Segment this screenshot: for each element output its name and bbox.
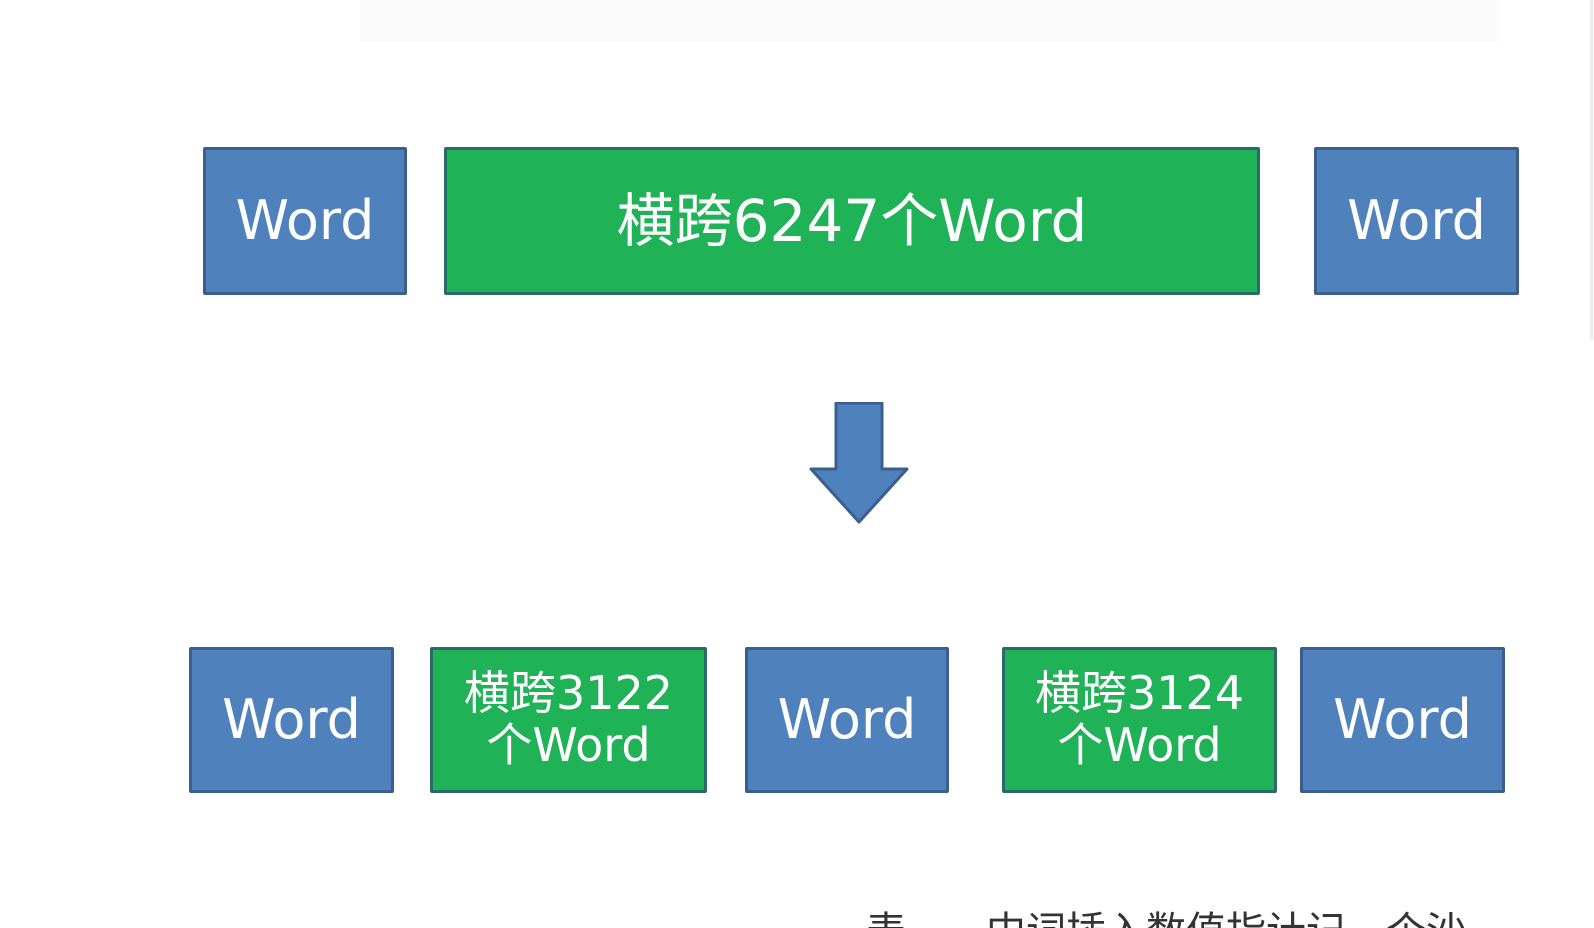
bottom-word-box-3: Word [1300,647,1505,793]
top-span-box: 横跨6247个Word [444,147,1260,295]
top-shade [360,0,1500,42]
caption-text: 表……中词插入数值指计记一个沙 [866,912,1466,928]
bottom-word-box-1: Word [189,647,394,793]
down-arrow-icon [809,402,909,524]
bottom-word-box-2: Word [745,647,949,793]
top-word-box-1: Word [203,147,407,295]
bottom-span-box-1: 横跨3122 个Word [430,647,707,793]
right-edge-rule [1590,0,1593,340]
bottom-span-box-2: 横跨3124 个Word [1002,647,1277,793]
top-word-box-2: Word [1314,147,1519,295]
